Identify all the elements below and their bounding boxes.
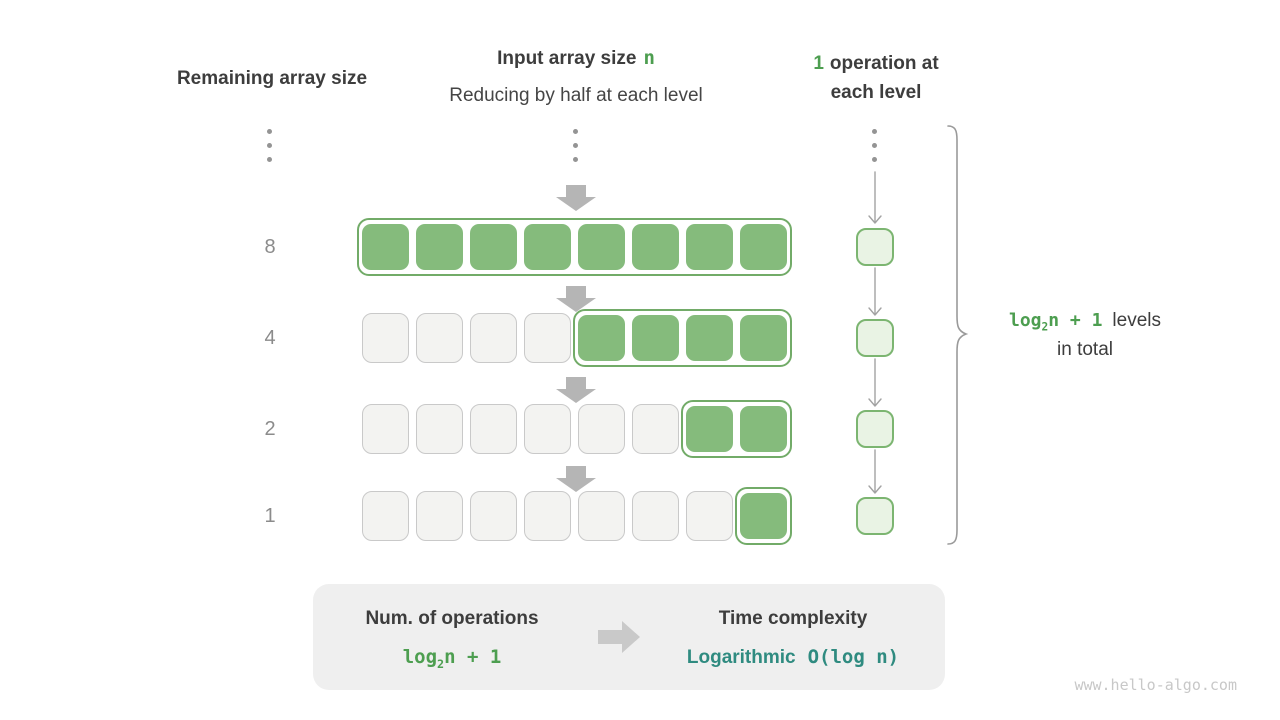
op-arrow-4 bbox=[868, 449, 882, 494]
row-size-label: 8 bbox=[264, 236, 276, 258]
op-arrow-2 bbox=[868, 267, 882, 316]
inactive-cell bbox=[524, 313, 571, 363]
op-arrow-1 bbox=[868, 171, 882, 224]
header-operation-per-level-line2: each level bbox=[830, 82, 922, 103]
operations-title: Num. of operations bbox=[365, 608, 539, 629]
inactive-cell bbox=[470, 491, 517, 541]
inactive-cell bbox=[632, 491, 679, 541]
active-cell bbox=[524, 224, 571, 270]
active-cell bbox=[578, 224, 625, 270]
operation-cell bbox=[856, 319, 894, 357]
inactive-cell bbox=[362, 491, 409, 541]
ellipsis-remaining-column bbox=[267, 129, 272, 162]
active-cell bbox=[740, 406, 787, 452]
inactive-cell bbox=[416, 491, 463, 541]
arrow-head bbox=[556, 389, 596, 403]
row-size-label: 4 bbox=[264, 327, 276, 349]
inactive-cell bbox=[524, 404, 571, 454]
inactive-cell bbox=[362, 404, 409, 454]
complexity-title: Time complexity bbox=[718, 608, 868, 629]
inactive-cell bbox=[686, 491, 733, 541]
operations-formula: log2n + 1 bbox=[402, 646, 502, 671]
inactive-cell bbox=[362, 313, 409, 363]
active-cell bbox=[362, 224, 409, 270]
header-remaining-array-size: Remaining array size bbox=[176, 68, 368, 89]
header-reducing-subtitle: Reducing by half at each level bbox=[449, 85, 703, 106]
merge-down-arrow-icon bbox=[556, 185, 596, 211]
row-size-label: 1 bbox=[264, 505, 276, 527]
operation-cell bbox=[856, 228, 894, 266]
active-cell bbox=[470, 224, 517, 270]
inactive-cell bbox=[632, 404, 679, 454]
levels-annotation-line2: in total bbox=[1057, 339, 1113, 360]
op-arrow-3 bbox=[868, 358, 882, 407]
operation-cell bbox=[856, 410, 894, 448]
inactive-cell bbox=[578, 491, 625, 541]
active-cell bbox=[416, 224, 463, 270]
inactive-cell bbox=[524, 491, 571, 541]
active-cell bbox=[740, 315, 787, 361]
row-size-label: 2 bbox=[264, 418, 276, 440]
arrow-shaft bbox=[566, 377, 586, 389]
merge-down-arrow-icon bbox=[556, 466, 596, 492]
operation-count: 1 bbox=[813, 53, 824, 74]
active-cell bbox=[632, 315, 679, 361]
inactive-cell bbox=[470, 404, 517, 454]
inactive-cell bbox=[578, 404, 625, 454]
arrow-head bbox=[556, 478, 596, 492]
merge-down-arrow-icon bbox=[556, 286, 596, 312]
active-cell bbox=[578, 315, 625, 361]
ellipsis-operation-column bbox=[872, 129, 877, 162]
watermark: www.hello-algo.com bbox=[1074, 676, 1237, 694]
inactive-cell bbox=[416, 313, 463, 363]
arrow-shaft bbox=[566, 185, 586, 197]
active-cell bbox=[686, 406, 733, 452]
active-cell bbox=[686, 315, 733, 361]
inactive-cell bbox=[470, 313, 517, 363]
levels-brace bbox=[947, 125, 969, 545]
active-cell bbox=[686, 224, 733, 270]
active-cell bbox=[740, 224, 787, 270]
operation-cell bbox=[856, 497, 894, 535]
arrow-shaft bbox=[566, 466, 586, 478]
levels-formula: log2n + 1 bbox=[1009, 310, 1103, 334]
implies-arrow-icon bbox=[598, 621, 640, 653]
variable-n: n bbox=[643, 47, 655, 69]
arrow-head bbox=[556, 298, 596, 312]
inactive-cell bbox=[416, 404, 463, 454]
big-o-notation: O(log n) bbox=[807, 646, 900, 668]
arrow-head bbox=[556, 197, 596, 211]
merge-down-arrow-icon bbox=[556, 377, 596, 403]
active-cell bbox=[632, 224, 679, 270]
active-cell bbox=[740, 493, 787, 539]
ellipsis-array-column bbox=[573, 129, 578, 162]
arrow-shaft bbox=[566, 286, 586, 298]
